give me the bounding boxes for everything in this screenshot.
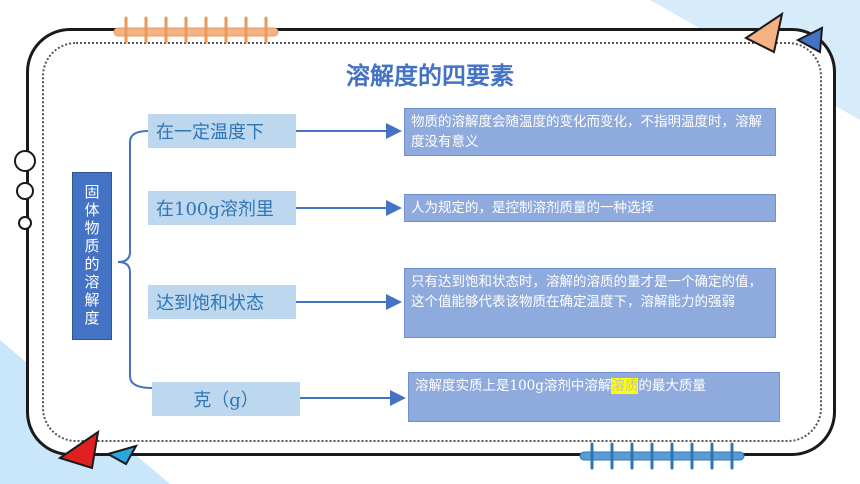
page-title: 溶解度的四要素 bbox=[346, 62, 514, 90]
binder-ring bbox=[18, 216, 32, 230]
element-label-unit: 克（g） bbox=[152, 382, 300, 416]
element-label-solvent: 在100g溶剂里 bbox=[148, 191, 296, 225]
root-concept-box: 固体物质的溶解度 bbox=[72, 172, 112, 340]
element-label-saturation: 达到饱和状态 bbox=[148, 285, 296, 319]
top-ruler-decoration bbox=[113, 16, 279, 44]
bottom-ruler-decoration bbox=[579, 442, 745, 470]
description-box-unit: 溶解度实质上是100g溶剂中溶解溶质的最大质量 bbox=[408, 372, 780, 422]
triangle-decoration-bottom-left bbox=[57, 429, 139, 470]
description-box-saturation: 只有达到饱和状态时，溶解的溶质的量才是一个确定的值，这个值能够代表该物质在确定温… bbox=[404, 268, 776, 338]
description-box-temperature: 物质的溶解度会随温度的变化而变化，不指明温度时，溶解度没有意义 bbox=[404, 108, 776, 156]
triangle-decoration-top-right bbox=[744, 11, 824, 54]
binder-ring bbox=[16, 182, 34, 200]
inner-dotted-border bbox=[42, 42, 822, 442]
element-label-temperature: 在一定温度下 bbox=[148, 114, 296, 148]
binder-ring bbox=[14, 150, 36, 172]
description-box-solvent: 人为规定的，是控制溶剂质量的一种选择 bbox=[404, 194, 776, 222]
description-text: 的最大质量 bbox=[638, 378, 706, 394]
highlighted-text: 溶质 bbox=[611, 378, 639, 394]
description-text: 溶解度实质上是100g溶剂中溶解 bbox=[415, 378, 612, 394]
